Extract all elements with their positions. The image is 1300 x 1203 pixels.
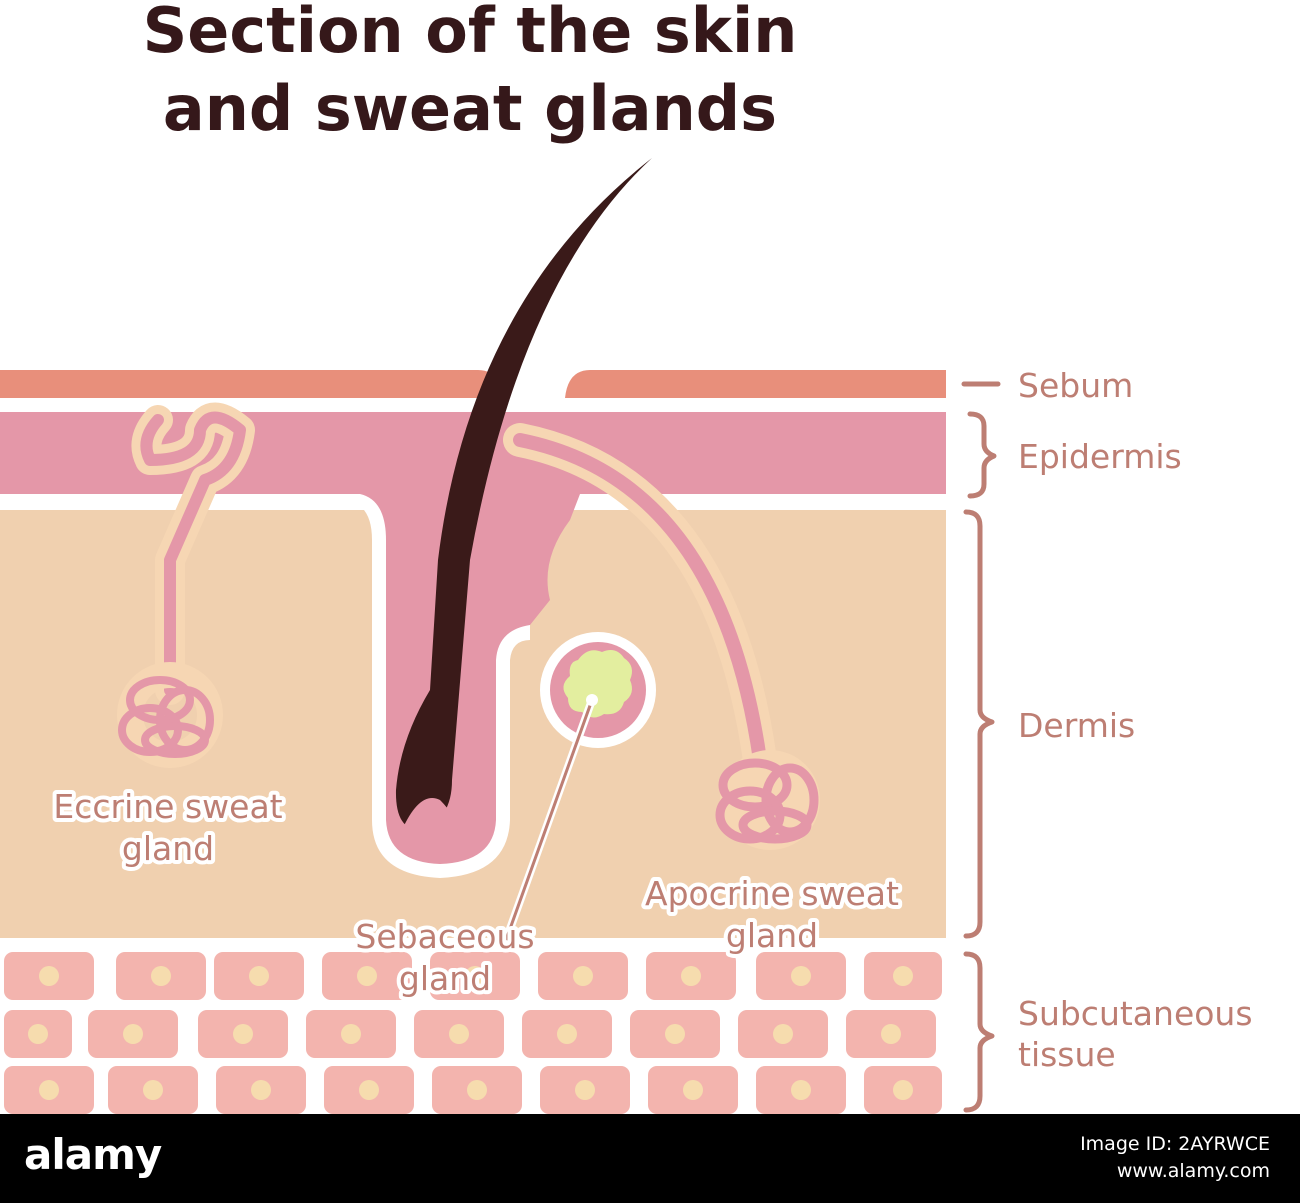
dermis-bracket [963, 509, 995, 939]
epidermis-label: Epidermis [1018, 437, 1182, 476]
apocrine-label-line2: gland [726, 916, 818, 955]
fat-cell-nucleus [893, 1080, 913, 1100]
watermark-footer [0, 1114, 1300, 1203]
dermis-label: Dermis [1018, 706, 1135, 745]
fat-cell-nucleus [881, 1024, 901, 1044]
sebaceous-label-line1: Sebaceous [355, 917, 534, 956]
fat-cell-nucleus [28, 1024, 48, 1044]
diagram-title-line2: and sweat glands [163, 72, 777, 145]
fat-cell-nucleus [341, 1024, 361, 1044]
apocrine-label-line1: Apocrine sweat [645, 874, 899, 913]
fat-cell-nucleus [251, 1080, 271, 1100]
hair-strand [395, 158, 652, 830]
eccrine-label-line2: gland [122, 829, 214, 868]
sebum-label: Sebum [1018, 366, 1133, 405]
sebaceous-label-line2: gland [399, 959, 491, 998]
fat-cell-nucleus [467, 1080, 487, 1100]
fat-cell-nucleus [39, 1080, 59, 1100]
sebum-layer [0, 370, 946, 398]
watermark-url: www.alamy.com [1116, 1160, 1270, 1182]
fat-cell-nucleus [573, 966, 593, 986]
sebaceous-pointer-dot [586, 694, 598, 706]
fat-cell-nucleus [893, 966, 913, 986]
eccrine-gland-shape [117, 402, 255, 768]
fat-cell-nucleus [249, 966, 269, 986]
sebaceous-gland-shape [540, 632, 656, 748]
fat-cell-nucleus [151, 966, 171, 986]
fat-cell-nucleus [575, 1080, 595, 1100]
subcutaneous-bracket [963, 951, 995, 1113]
fat-cell-nucleus [773, 1024, 793, 1044]
watermark-image-id: Image ID: 2AYRWCE [1080, 1133, 1270, 1155]
fat-cell-nucleus [557, 1024, 577, 1044]
fat-cell-nucleus [357, 966, 377, 986]
fat-cell-nucleus [665, 1024, 685, 1044]
watermark-brand-logo: alamy [24, 1130, 162, 1179]
fat-cell-nucleus [465, 966, 485, 986]
diagram-title-line1: Section of the skin [143, 0, 798, 67]
epidermis-bracket [967, 411, 997, 499]
fat-cell-nucleus [683, 1080, 703, 1100]
eccrine-label-line1: Eccrine sweat [53, 787, 282, 826]
fat-cell-nucleus [681, 966, 701, 986]
subcutaneous-label-line2: tissue [1018, 1035, 1116, 1074]
fat-cell-nucleus [233, 1024, 253, 1044]
fat-cell-nucleus [359, 1080, 379, 1100]
fat-cell-nucleus [791, 966, 811, 986]
fat-cell-nucleus [39, 966, 59, 986]
fat-cell-nucleus [449, 1024, 469, 1044]
fat-cell-nucleus [143, 1080, 163, 1100]
subcutaneous-layer [4, 952, 942, 1114]
apocrine-gland-shape [503, 423, 820, 850]
sebaceous-pointer-line-inner [504, 699, 594, 941]
subcutaneous-label-line1: Subcutaneous [1018, 994, 1253, 1033]
fat-cell-nucleus [123, 1024, 143, 1044]
fat-cell-nucleus [791, 1080, 811, 1100]
